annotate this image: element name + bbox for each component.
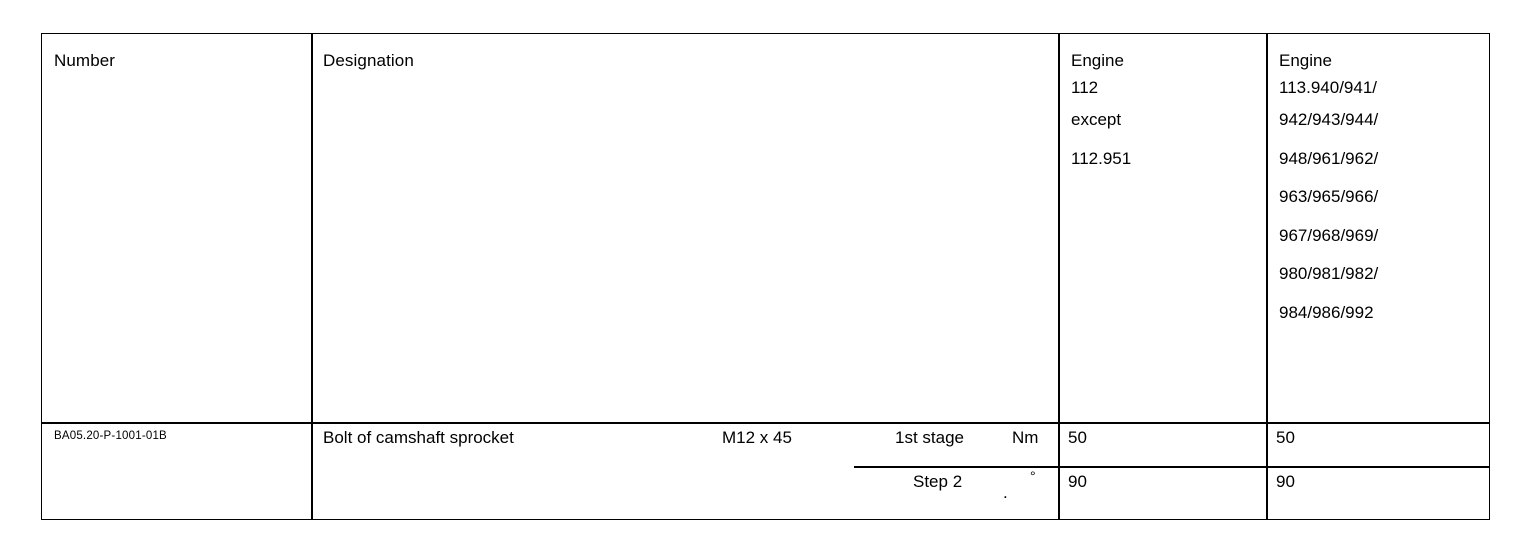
engine-113-line-2: 948/961/962/ (1279, 148, 1379, 168)
engine-113-title: Engine (1279, 51, 1332, 70)
table-row-stage-1-value-engine-112: 50 (1068, 428, 1087, 447)
spec-table: Number Designation Engine 112 except 112… (41, 33, 1490, 520)
engine-113-line-4: 967/968/969/ (1279, 225, 1379, 245)
engine-113-line-5: 980/981/982/ (1279, 264, 1379, 283)
table-row-stage-2-unit: ° (1030, 468, 1036, 484)
engine-112-qualifier: except (1071, 110, 1122, 129)
column-header-engine-113: Engine 113.940/941/ 942/943/944/ 948/961… (1279, 47, 1479, 332)
column-divider-designation (311, 34, 313, 519)
column-header-engine-112: Engine 112 except 112.951 (1071, 47, 1251, 178)
stage-divider-rule (854, 466, 1489, 468)
table-row-stage-2-dot-mark: . (1003, 483, 1008, 502)
table-row-stage-2-value-engine-113: 90 (1276, 472, 1295, 491)
header-bottom-rule (42, 422, 1489, 424)
engine-112-exception: 112.951 (1071, 148, 1132, 168)
engine-112-model: 112 (1071, 78, 1099, 97)
column-divider-engine-113 (1266, 34, 1268, 519)
table-row-part-number: BA05.20-P-1001-01B (54, 430, 167, 442)
table-row-stage-1-unit: Nm (1012, 428, 1039, 447)
table-row-designation: Bolt of camshaft sprocket (323, 428, 514, 447)
table-row-stage-2-label: Step 2 (913, 472, 963, 491)
column-header-number-label: Number (54, 51, 116, 70)
engine-112-title: Engine (1071, 51, 1124, 70)
table-row-thread-size: M12 x 45 (722, 428, 792, 447)
column-header-designation: Designation (323, 47, 923, 74)
engine-113-line-1: 942/943/944/ (1279, 110, 1379, 129)
column-divider-engine-112 (1058, 34, 1060, 519)
engine-113-line-6: 984/986/992 (1279, 302, 1374, 322)
column-header-designation-label: Designation (323, 51, 414, 70)
table-row-stage-2-value-engine-112: 90 (1068, 472, 1087, 491)
engine-113-line-3: 963/965/966/ (1279, 187, 1379, 206)
table-row-stage-1-value-engine-113: 50 (1276, 428, 1295, 447)
engine-113-line-0: 113.940/941/ (1279, 78, 1377, 97)
column-header-number: Number (54, 47, 294, 74)
table-row-stage-1-label: 1st stage (895, 428, 964, 447)
